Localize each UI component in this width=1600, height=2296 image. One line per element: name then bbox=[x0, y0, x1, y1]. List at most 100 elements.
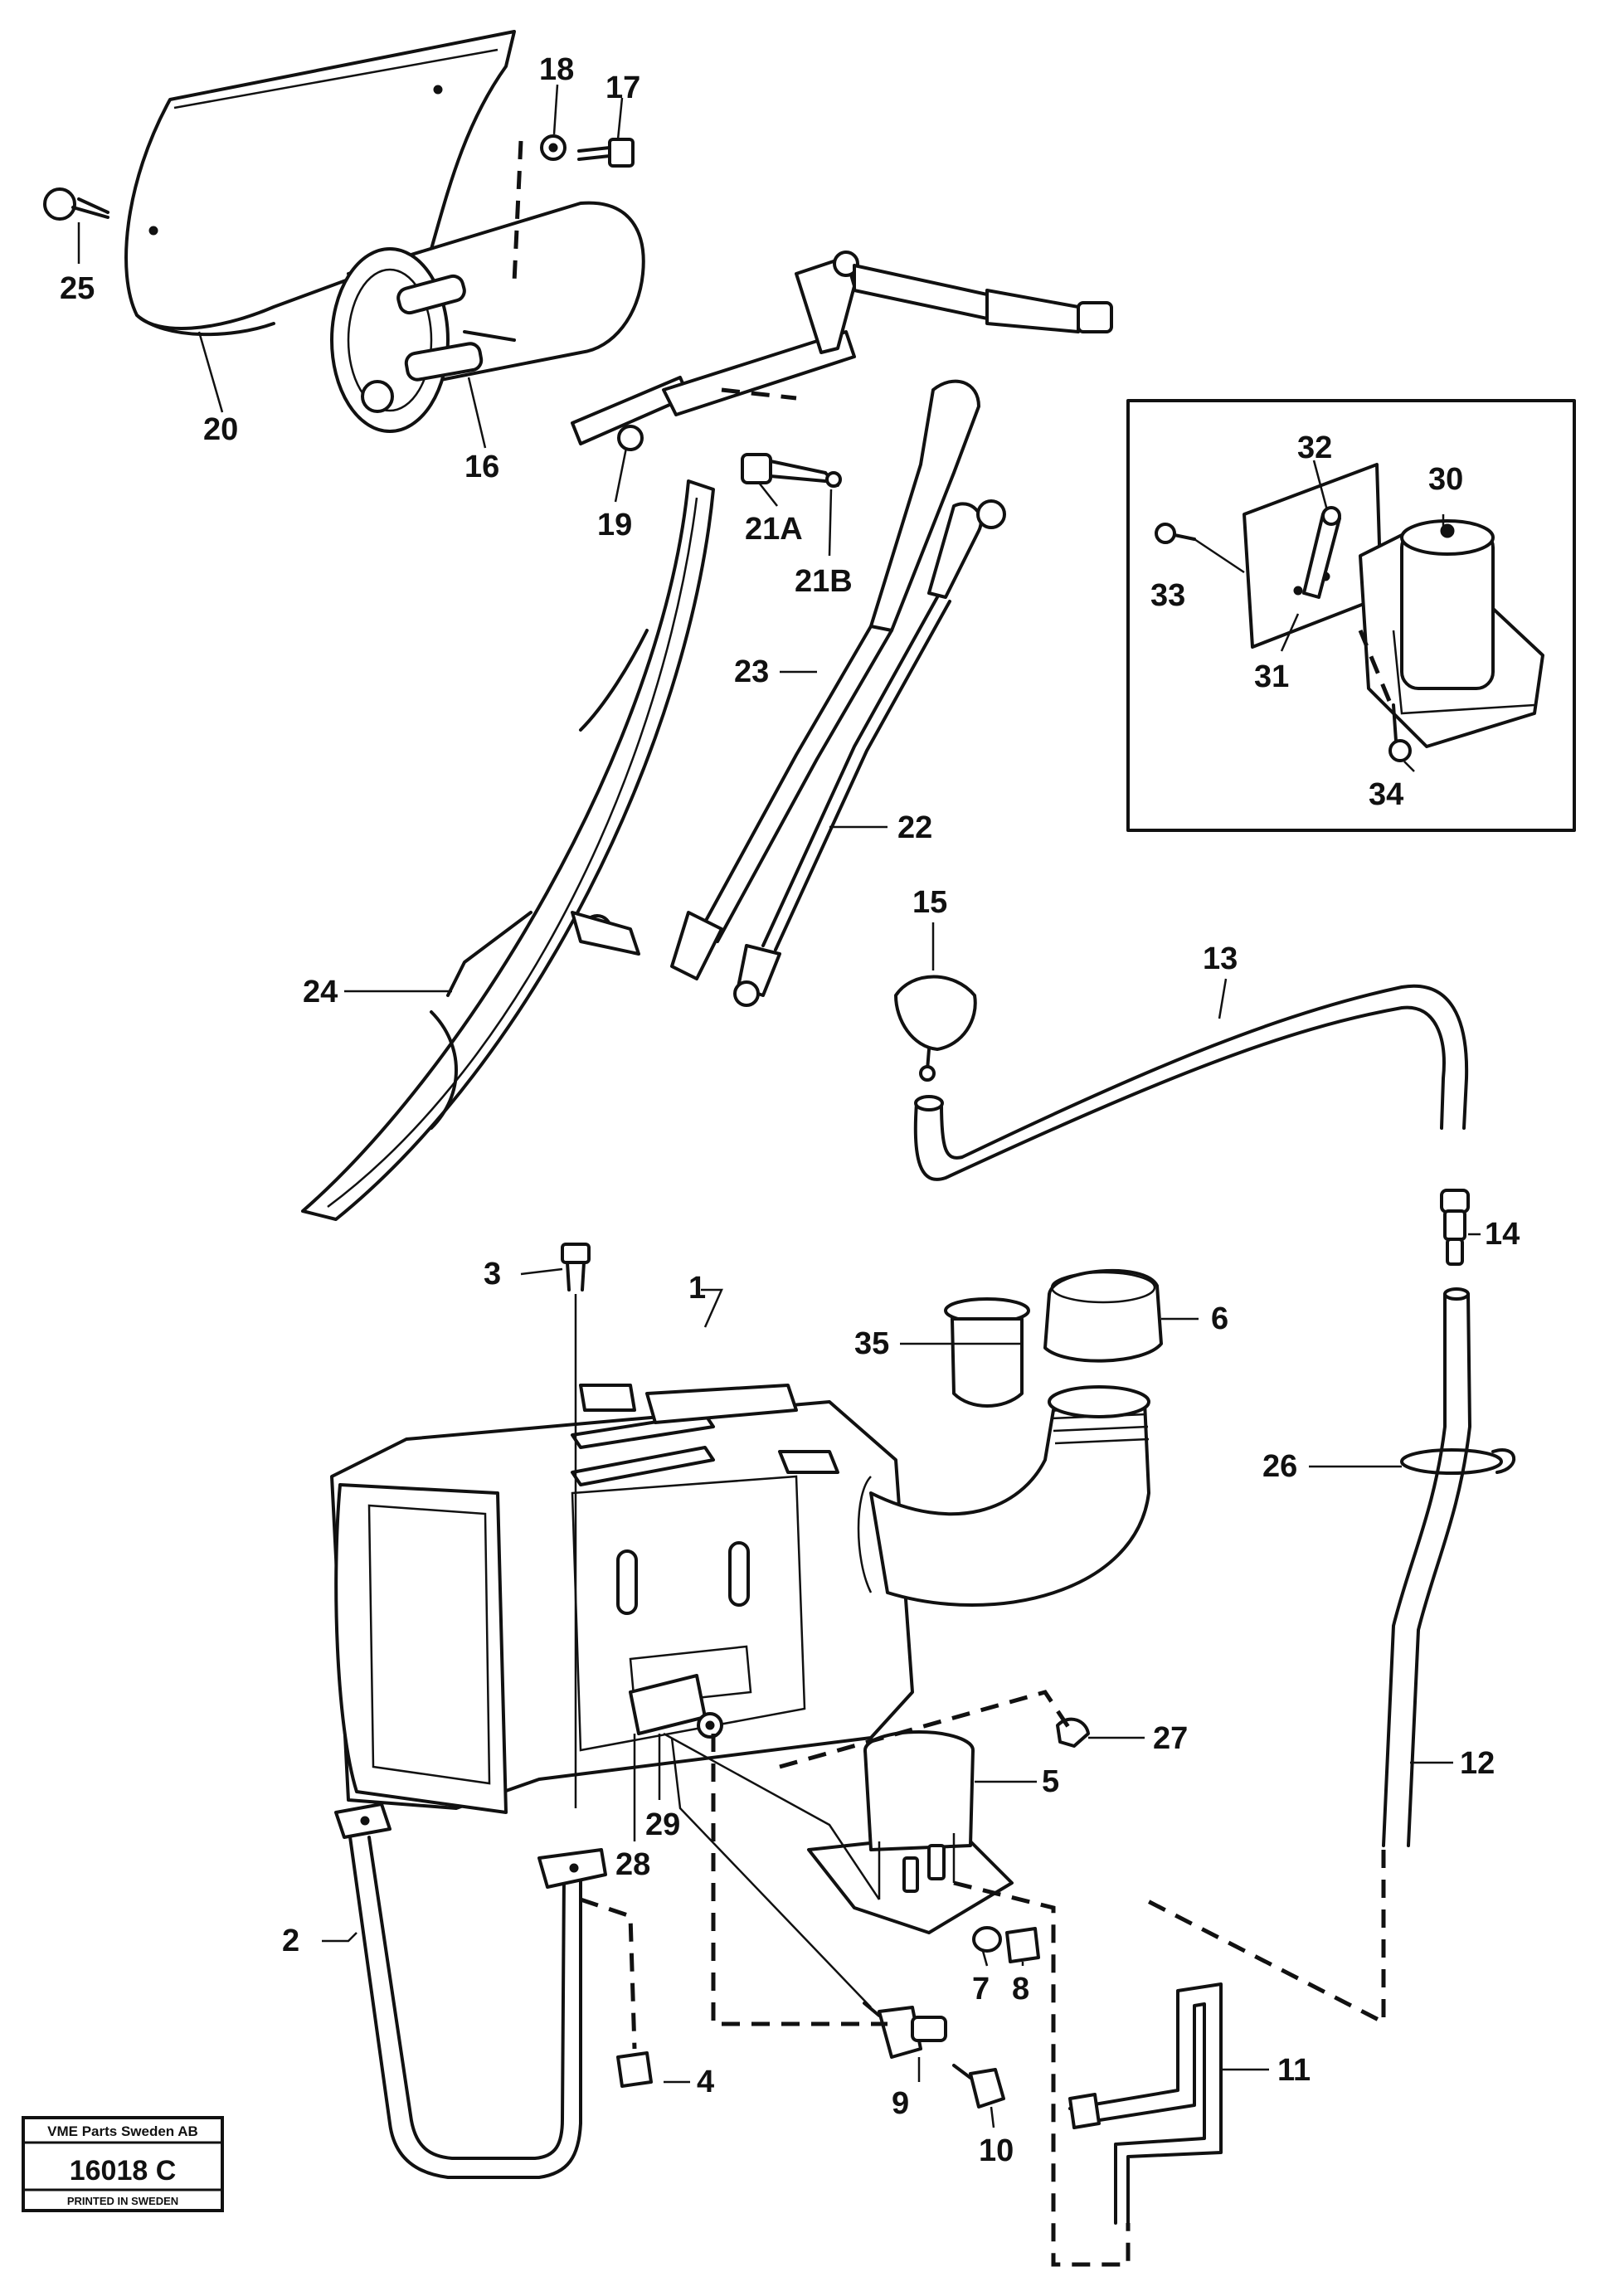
strap-2 bbox=[334, 1802, 607, 2179]
callout-21a: 21A bbox=[745, 512, 803, 547]
reservoir-tank-1 bbox=[330, 1384, 914, 1814]
connector-9 bbox=[863, 2002, 947, 2059]
pump-5 bbox=[807, 1730, 1014, 1934]
wiper-arm-22 bbox=[733, 499, 1006, 1007]
callout-13: 13 bbox=[1203, 941, 1238, 976]
leader-10 bbox=[990, 2106, 995, 2128]
callout-32: 32 bbox=[1297, 430, 1332, 465]
callout-21b: 21B bbox=[795, 564, 853, 599]
callout-3: 3 bbox=[484, 1257, 501, 1292]
leader-32 bbox=[1312, 460, 1329, 511]
linkage-19 bbox=[571, 251, 1113, 451]
bolt-3 bbox=[561, 1243, 591, 1808]
dash-11 bbox=[953, 1880, 1131, 2267]
callout-27: 27 bbox=[1153, 1721, 1188, 1756]
wiper-blade-24 bbox=[301, 479, 715, 1221]
callout-29: 29 bbox=[645, 1807, 680, 1842]
callout-26: 26 bbox=[1262, 1449, 1297, 1484]
callout-30: 30 bbox=[1428, 462, 1463, 497]
callout-33: 33 bbox=[1150, 578, 1185, 613]
callout-14: 14 bbox=[1485, 1217, 1520, 1252]
hose-13 bbox=[913, 984, 1469, 1181]
dash-9 bbox=[711, 1734, 888, 2026]
callout-12: 12 bbox=[1460, 1746, 1495, 1781]
callout-1: 1 bbox=[688, 1271, 706, 1306]
leader-13 bbox=[1218, 978, 1228, 1019]
leader-1 bbox=[701, 1288, 723, 1328]
callout-17: 17 bbox=[605, 71, 640, 105]
callout-15: 15 bbox=[912, 885, 947, 920]
stamp-company: VME Parts Sweden AB bbox=[47, 2123, 198, 2139]
connector-10 bbox=[952, 2064, 1005, 2109]
line-29-pump bbox=[663, 1732, 881, 1900]
washer-18 bbox=[540, 134, 567, 161]
leader-19 bbox=[614, 447, 628, 503]
callout-11: 11 bbox=[1277, 2053, 1311, 2088]
dash-12-pump bbox=[1143, 1850, 1386, 2026]
callout-9: 9 bbox=[892, 2086, 909, 2121]
pin-21b bbox=[824, 471, 842, 488]
leader-2 bbox=[322, 1932, 357, 1943]
leader-7 bbox=[981, 1950, 989, 1967]
callout-5: 5 bbox=[1042, 1764, 1059, 1799]
connector-28-29 bbox=[629, 1674, 723, 1739]
callout-6: 6 bbox=[1211, 1301, 1228, 1336]
screw-33 bbox=[1155, 523, 1196, 544]
bracket-11 bbox=[1068, 1982, 1223, 2225]
callout-18: 18 bbox=[539, 52, 574, 87]
dash-18-motor bbox=[512, 140, 523, 283]
bolt-21a bbox=[741, 453, 827, 484]
connector-14 bbox=[1440, 1189, 1470, 1266]
cap-6 bbox=[1043, 1268, 1163, 1363]
callout-34: 34 bbox=[1369, 777, 1403, 812]
callout-22: 22 bbox=[897, 810, 932, 845]
callout-31: 31 bbox=[1254, 659, 1289, 694]
bolt-25 bbox=[43, 187, 109, 221]
callout-7: 7 bbox=[972, 1972, 990, 2007]
leader-21b bbox=[828, 489, 833, 557]
leader-20 bbox=[197, 331, 224, 413]
wiper-motor bbox=[330, 201, 645, 433]
callout-4: 4 bbox=[697, 2065, 714, 2099]
callout-20: 20 bbox=[203, 412, 238, 447]
washer-7 bbox=[972, 1926, 1002, 1953]
wiper-motor-cover bbox=[124, 30, 516, 337]
callout-24: 24 bbox=[303, 975, 338, 1009]
leader-18 bbox=[552, 84, 559, 135]
connection-27 bbox=[1056, 1717, 1090, 1748]
filler-neck bbox=[869, 1385, 1150, 1607]
nut-8 bbox=[1005, 1927, 1040, 1963]
inset-frame bbox=[1126, 399, 1576, 832]
wiper-arm-23 bbox=[670, 379, 980, 980]
leader-16 bbox=[467, 377, 487, 449]
callout-10: 10 bbox=[979, 2133, 1014, 2168]
callout-25: 25 bbox=[60, 271, 95, 306]
leader-31 bbox=[1280, 613, 1300, 652]
pump-motor-30 bbox=[1359, 519, 1544, 748]
callout-35: 35 bbox=[854, 1326, 889, 1361]
parts-stamp: VME Parts Sweden AB 16018 C PRINTED IN S… bbox=[22, 2116, 224, 2212]
leader-3 bbox=[520, 1267, 563, 1276]
leader-17 bbox=[616, 97, 624, 140]
callout-16: 16 bbox=[464, 450, 499, 484]
leader-21a bbox=[758, 482, 778, 507]
nozzle-15 bbox=[894, 975, 977, 1082]
stamp-code: 16018 C bbox=[70, 2155, 177, 2187]
dash-27 bbox=[779, 1690, 1072, 1769]
leader-34 bbox=[1403, 761, 1415, 772]
line-28-9 bbox=[670, 1737, 872, 2008]
stamp-printed: PRINTED IN SWEDEN bbox=[67, 2195, 178, 2207]
callout-19: 19 bbox=[597, 508, 632, 542]
strainer-35 bbox=[944, 1297, 1030, 1408]
leader-33 bbox=[1194, 538, 1245, 574]
screw-34 bbox=[1358, 630, 1412, 762]
callout-2: 2 bbox=[282, 1924, 299, 1958]
hose-12 bbox=[1382, 1287, 1471, 1847]
callout-8: 8 bbox=[1012, 1972, 1029, 2007]
callout-23: 23 bbox=[734, 654, 769, 689]
clip-26 bbox=[1400, 1448, 1515, 1475]
nut-4 bbox=[580, 1897, 653, 2088]
bolt-17 bbox=[577, 138, 635, 168]
lever-32 bbox=[1302, 506, 1341, 599]
